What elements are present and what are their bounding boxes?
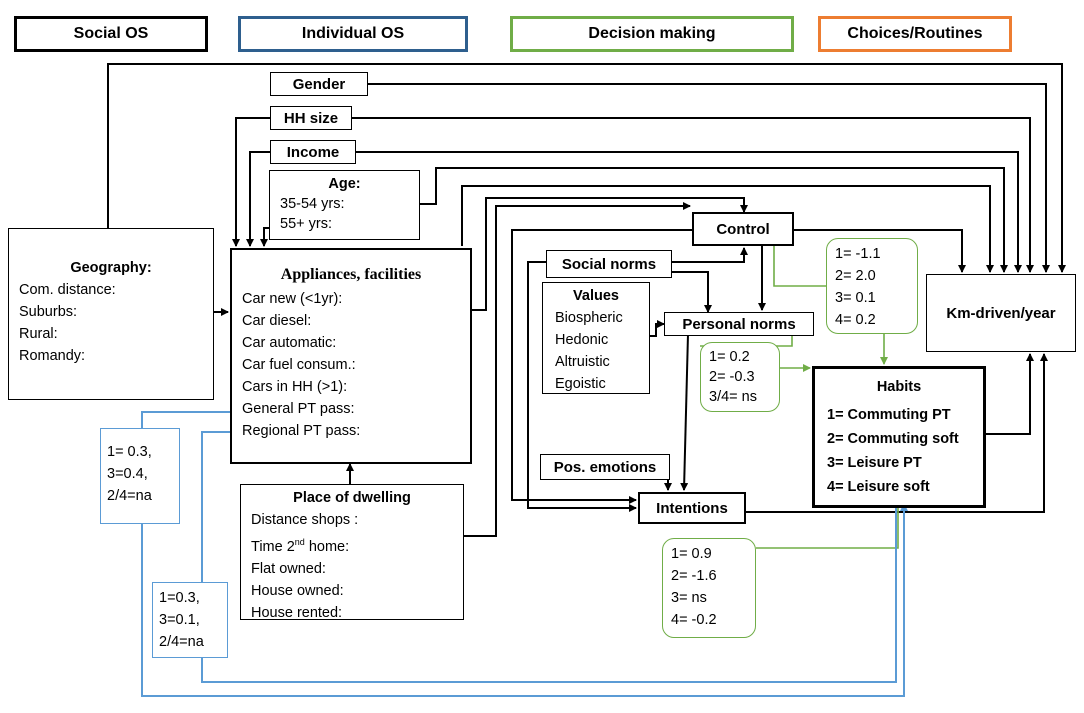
- coef-item: 4= 0.2: [835, 312, 876, 328]
- appliances-box: Appliances, facilities Car new (<1yr): C…: [230, 248, 472, 464]
- coef-item: 2= -0.3: [709, 369, 755, 385]
- age-item: 55+ yrs:: [280, 216, 332, 232]
- coef-item: 2/4=na: [107, 488, 152, 504]
- age-box: Age: 35-54 yrs: 55+ yrs:: [269, 170, 420, 240]
- hh-size-label: HH size: [283, 109, 339, 127]
- pos-emotions-label: Pos. emotions: [553, 458, 657, 476]
- geography-item: Suburbs:: [19, 304, 78, 320]
- values-item: Altruistic: [555, 354, 610, 370]
- coef-item: 2= -1.6: [671, 568, 717, 584]
- dwelling-item: Flat owned:: [251, 560, 326, 577]
- age-item: 35-54 yrs:: [280, 196, 345, 212]
- control-label: Control: [716, 220, 770, 238]
- coef-item: 3=0.1,: [159, 612, 200, 628]
- coef-personal-norms-box: 1= 0.2 2= -0.3 3/4= ns: [700, 342, 780, 412]
- km-driven-box: Km-driven/year: [926, 274, 1076, 352]
- social-norms-box: Social norms: [546, 250, 672, 278]
- habits-box: Habits 1= Commuting PT 2= Commuting soft…: [812, 366, 986, 508]
- coef-item: 3= ns: [671, 590, 707, 606]
- legend-decision-making: Decision making: [510, 16, 794, 52]
- values-title: Values: [573, 288, 619, 304]
- income-box: Income: [270, 140, 356, 164]
- values-item: Biospheric: [555, 310, 623, 326]
- habits-item: 3= Leisure PT: [827, 455, 922, 471]
- appliances-item: Regional PT pass:: [242, 423, 361, 439]
- intentions-label: Intentions: [656, 499, 728, 517]
- income-label: Income: [286, 143, 340, 161]
- values-box: Values Biospheric Hedonic Altruistic Ego…: [542, 282, 650, 394]
- coef-control-box: 1= -1.1 2= 2.0 3= 0.1 4= 0.2: [826, 238, 918, 334]
- legend-social-os: Social OS: [14, 16, 208, 52]
- personal-norms-box: Personal norms: [664, 312, 814, 336]
- coef-item: 1= 0.3,: [107, 444, 152, 460]
- habits-item: 2= Commuting soft: [827, 431, 959, 447]
- legend-choices-routines-label: Choices/Routines: [847, 25, 983, 42]
- geography-item: Rural:: [19, 326, 58, 342]
- control-box: Control: [692, 212, 794, 246]
- legend-choices-routines: Choices/Routines: [818, 16, 1012, 52]
- social-norms-label: Social norms: [561, 255, 657, 273]
- geography-box: Geography: Com. distance: Suburbs: Rural…: [8, 228, 214, 400]
- dwelling-title: Place of dwelling: [293, 490, 411, 506]
- coef-item: 4= -0.2: [671, 612, 717, 628]
- appliances-item: Car fuel consum.:: [242, 357, 356, 373]
- coef-item: 3= 0.1: [835, 290, 876, 306]
- habits-item: 4= Leisure soft: [827, 479, 930, 495]
- appliances-item: Cars in HH (>1):: [242, 379, 348, 395]
- dwelling-box: Place of dwelling Distance shops : Time …: [240, 484, 464, 621]
- coef-intentions-box: 1= 0.9 2= -1.6 3= ns 4= -0.2: [662, 538, 756, 638]
- appliances-item: Car diesel:: [242, 313, 312, 329]
- legend-individual-os: Individual OS: [238, 16, 468, 52]
- coef-item: 1= -1.1: [835, 246, 881, 262]
- values-item: Egoistic: [555, 376, 606, 392]
- dwelling-item: House owned:: [251, 582, 344, 599]
- appliances-item: Car new (<1yr):: [242, 291, 343, 307]
- coef-item: 2= 2.0: [835, 268, 876, 284]
- intentions-box: Intentions: [638, 492, 746, 524]
- hh-size-box: HH size: [270, 106, 352, 130]
- legend-individual-os-label: Individual OS: [301, 25, 405, 42]
- coef-item: 2/4=na: [159, 634, 204, 650]
- appliances-item: Car automatic:: [242, 335, 337, 351]
- pos-emotions-box: Pos. emotions: [540, 454, 670, 480]
- habits-title: Habits: [876, 379, 922, 395]
- gender-label: Gender: [292, 75, 346, 93]
- values-item: Hedonic: [555, 332, 609, 348]
- dwelling-item: House rented:: [251, 604, 343, 621]
- age-title: Age:: [328, 176, 361, 192]
- dwelling-item: Distance shops :: [251, 512, 359, 528]
- coef-item: 3/4= ns: [709, 389, 757, 405]
- coef-general-pt-box: 1= 0.3, 3=0.4, 2/4=na: [100, 428, 180, 524]
- legend-decision-making-label: Decision making: [588, 25, 716, 42]
- coef-item: 1=0.3,: [159, 590, 200, 606]
- coef-item: 1= 0.9: [671, 546, 712, 562]
- coef-item: 1= 0.2: [709, 349, 750, 365]
- dwelling-item: Time 2nd home:: [251, 537, 350, 555]
- gender-box: Gender: [270, 72, 368, 96]
- appliances-item: General PT pass:: [242, 401, 355, 417]
- personal-norms-label: Personal norms: [682, 315, 796, 333]
- coef-regional-pt-box: 1=0.3, 3=0.1, 2/4=na: [152, 582, 228, 658]
- habits-item: 1= Commuting PT: [827, 407, 951, 423]
- geography-item: Romandy:: [19, 348, 86, 364]
- legend-social-os-label: Social OS: [73, 25, 149, 42]
- coef-item: 3=0.4,: [107, 466, 148, 482]
- geography-title: Geography:: [70, 260, 152, 276]
- appliances-title: Appliances, facilities: [280, 266, 422, 283]
- km-driven-label: Km-driven/year: [946, 304, 1056, 322]
- geography-item: Com. distance:: [19, 282, 116, 298]
